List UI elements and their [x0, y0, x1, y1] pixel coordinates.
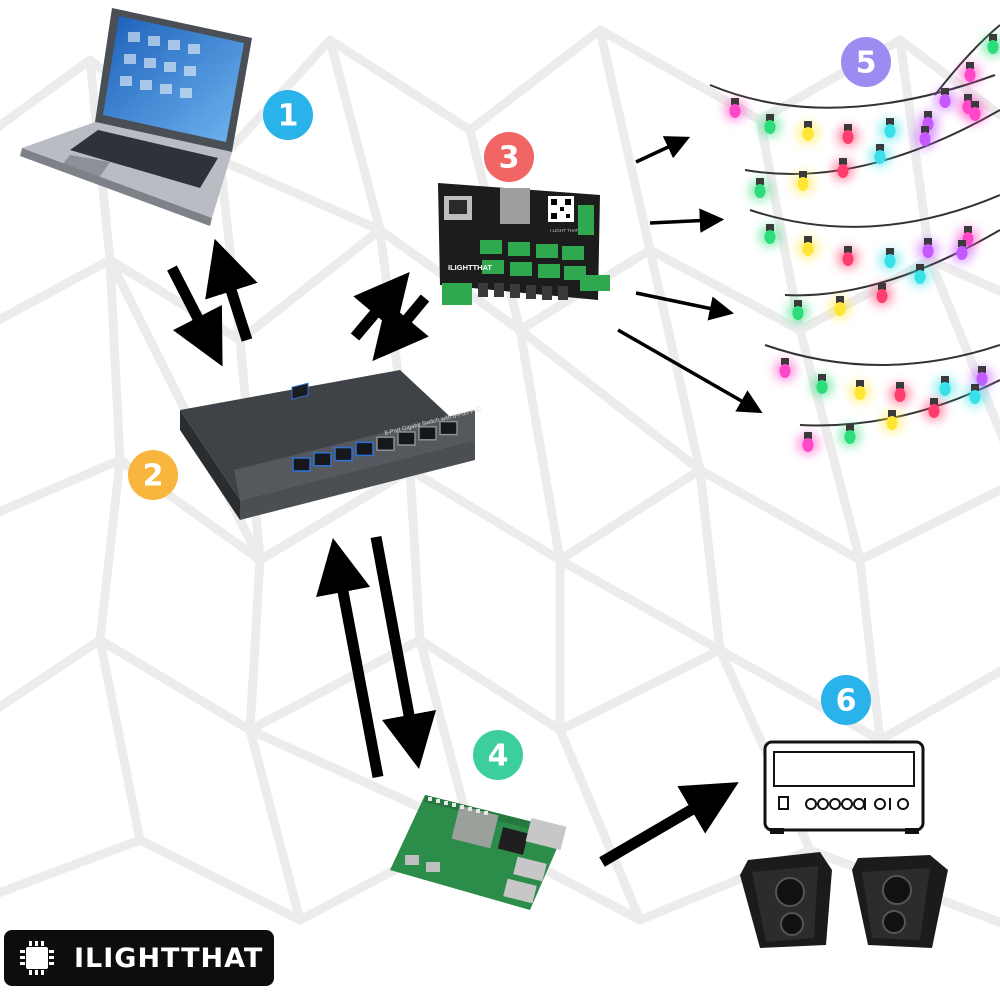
light-bulb — [774, 358, 796, 381]
board-small-text: I LIGHT THAT — [550, 228, 579, 233]
svg-text:3: 3 — [499, 141, 520, 176]
light-bulb — [889, 382, 911, 405]
light-bulb — [982, 34, 1000, 57]
network-switch-icon: 8-Port Gigabit Switch with 8-Port PoE — [180, 370, 482, 520]
laptop-icon — [20, 8, 252, 226]
light-bulb — [871, 283, 893, 306]
arrow-controller-to-switch — [372, 294, 430, 362]
switch-port — [313, 452, 332, 467]
light-bulb — [879, 248, 901, 271]
light-bulb — [951, 240, 973, 263]
svg-text:6: 6 — [836, 684, 857, 719]
ilightthat-logo: ILIGHTTHAT — [4, 930, 274, 986]
switch-port — [376, 436, 395, 451]
light-bulb — [787, 300, 809, 323]
badge-2: 2 — [128, 450, 178, 500]
svg-text:2: 2 — [143, 459, 164, 494]
arrow-controller-to-lights-1 — [635, 136, 691, 164]
switch-port — [334, 446, 353, 462]
light-bulb — [759, 224, 781, 247]
board-brand-text: ILIGHTTHAT — [448, 263, 492, 272]
badge-5: 5 — [841, 37, 891, 87]
arrow-pi-to-switch — [316, 537, 384, 779]
switch-port — [355, 441, 374, 457]
light-bulb — [881, 410, 903, 433]
light-bulb — [837, 124, 859, 147]
badge-1: 1 — [263, 90, 313, 140]
switch-port — [439, 420, 458, 436]
speaker-right-icon — [852, 855, 948, 948]
light-bulb — [917, 238, 939, 261]
pixel-controller-icon: ILIGHTTHAT I LIGHT THAT — [438, 183, 610, 305]
raspberry-pi-icon — [390, 795, 567, 910]
light-bulb — [934, 88, 956, 111]
light-bulb — [959, 62, 981, 85]
light-bulb — [914, 126, 936, 149]
switch-port — [397, 431, 416, 446]
light-bulb — [792, 171, 814, 194]
svg-text:4: 4 — [488, 739, 509, 774]
light-bulb — [869, 144, 891, 167]
light-bulb — [837, 246, 859, 269]
light-bulb — [964, 384, 986, 407]
brand-name: ILIGHTTHAT — [74, 942, 264, 974]
chip-icon — [20, 941, 54, 975]
light-bulb — [797, 432, 819, 455]
light-bulb — [829, 296, 851, 319]
light-bulb — [934, 376, 956, 399]
arrow-switch-to-controller — [350, 271, 410, 341]
light-bulb — [797, 236, 819, 259]
arrow-laptop-to-switch — [167, 265, 223, 367]
light-bulb — [749, 178, 771, 201]
switch-port — [418, 426, 437, 441]
light-bulb — [724, 98, 746, 121]
arrow-switch-to-laptop — [205, 238, 258, 342]
arrow-pi-to-amplifier — [599, 782, 739, 867]
light-bulb — [964, 101, 986, 124]
string-lights-icon — [709, 24, 1000, 455]
svg-text:5: 5 — [856, 46, 877, 81]
light-bulb — [832, 158, 854, 181]
arrow-switch-to-pi — [370, 535, 437, 770]
light-bulb — [971, 366, 993, 389]
switch-port — [292, 457, 311, 472]
light-bulb — [759, 114, 781, 137]
light-bulb — [849, 380, 871, 403]
amplifier-icon — [763, 740, 925, 834]
badge-6: 6 — [821, 675, 871, 725]
svg-text:1: 1 — [278, 99, 299, 134]
light-bulb — [909, 264, 931, 287]
light-bulb — [839, 424, 861, 447]
light-bulb — [923, 398, 945, 421]
speaker-left-icon — [740, 852, 832, 948]
arrow-controller-to-lights-4 — [617, 328, 763, 414]
light-bulb — [797, 121, 819, 144]
light-bulb — [879, 118, 901, 141]
badge-3: 3 — [484, 132, 534, 182]
light-bulb — [811, 374, 833, 397]
arrow-controller-to-lights-3 — [635, 291, 734, 321]
badge-4: 4 — [473, 730, 523, 780]
arrow-controller-to-lights-2 — [649, 208, 725, 233]
